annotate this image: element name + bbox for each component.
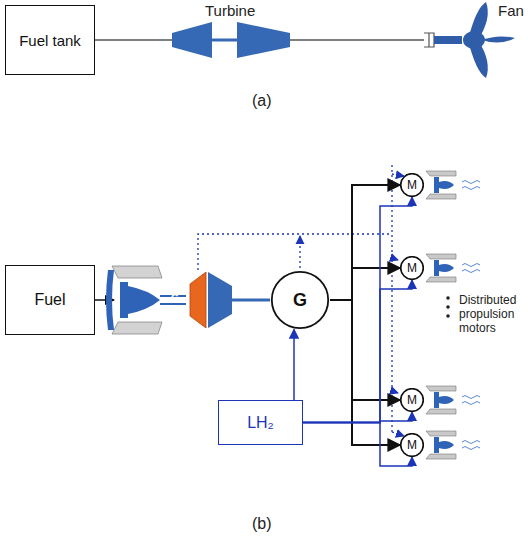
process-box: LH₂ xyxy=(218,400,303,445)
part-label: Turbine xyxy=(205,2,255,19)
part-label: (b) xyxy=(252,515,272,533)
power-line xyxy=(330,268,400,300)
power-line xyxy=(330,185,400,300)
circle-node: M xyxy=(400,173,424,197)
hydrogen-line xyxy=(303,423,412,467)
circle-node: M xyxy=(400,388,424,412)
circle-node: M xyxy=(400,433,424,457)
group-label: Distributed propulsion motors xyxy=(459,294,525,335)
process-box: Fuel xyxy=(5,265,95,335)
node-text: Fuel xyxy=(34,291,65,309)
node-text: M xyxy=(407,393,417,407)
circle-node: G xyxy=(270,270,330,330)
part-label: G xyxy=(171,293,179,304)
hydrogen-line xyxy=(293,329,295,400)
node-text: M xyxy=(407,438,417,452)
process-box: Fuel tank xyxy=(5,5,95,75)
hydrogen-line xyxy=(303,412,412,423)
node-text: M xyxy=(407,261,417,275)
node-text: LH₂ xyxy=(247,414,274,432)
node-text: G xyxy=(293,290,307,311)
power-line xyxy=(330,300,400,400)
part-label: Fan xyxy=(498,2,524,19)
circle-node: M xyxy=(400,256,424,280)
node-text: Fuel tank xyxy=(19,32,81,49)
part-label: (a) xyxy=(252,92,272,110)
node-text: M xyxy=(407,178,417,192)
